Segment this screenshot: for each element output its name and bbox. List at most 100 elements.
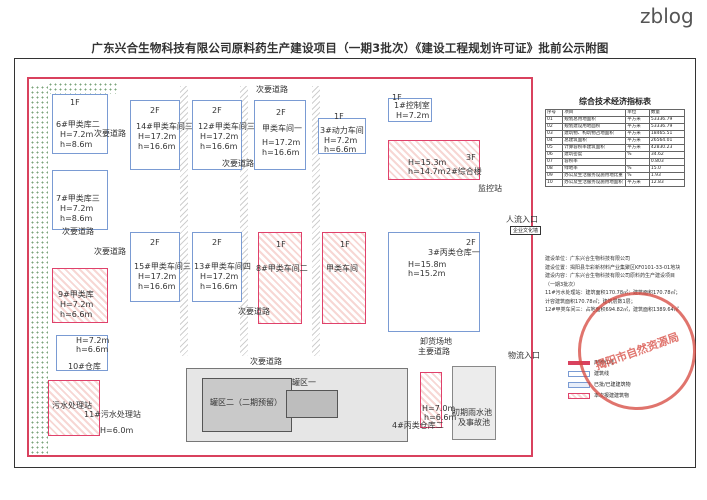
table-cell: 单位 xyxy=(625,109,650,117)
legend-label: 本次报建建筑物 xyxy=(594,393,630,399)
building-8-workshop xyxy=(258,232,302,324)
control-floors: 1F xyxy=(392,93,402,102)
rain-pool xyxy=(452,366,496,440)
building-2-complex xyxy=(388,140,480,180)
rain-pool-label: 初期雨水池 xyxy=(452,408,492,417)
table-cell: % xyxy=(625,172,650,180)
table-cell: 平方米 xyxy=(625,116,650,124)
road-label-main: 主要道路 xyxy=(418,347,450,356)
building-7-name: 7#甲类库三 xyxy=(56,194,100,203)
sewage-station-label: 污水处理站 xyxy=(52,401,92,410)
table-cell: 01 xyxy=(544,116,564,124)
note-line: 11#污水处理站：建筑面积170.78㎡；建筑面积170.78㎡； xyxy=(545,290,681,296)
map-title: 广东兴合生物科技有限公司原料药生产建设项目（一期3批次）《建设工程规划许可证》批… xyxy=(91,41,609,55)
table-cell: 15.0 xyxy=(648,165,686,173)
table-cell: 26564.01 xyxy=(648,137,686,145)
building-8-name: 8#甲类车间二 xyxy=(256,264,308,273)
table-cell: 平方米 xyxy=(625,130,650,138)
table-cell: 绿地率 xyxy=(562,165,627,173)
table-cell: 53336.79 xyxy=(648,116,686,124)
building-12-workshop xyxy=(192,100,242,170)
building-6-warehouse xyxy=(52,94,108,154)
table-cell: 规划建设用地面积 xyxy=(562,123,627,131)
power-h1: H=7.2m xyxy=(324,136,358,145)
table-cell: 0.803 xyxy=(648,158,686,166)
note-line: 12#甲类车间三：占地面积694.82㎡，建筑面积1389.64㎡ xyxy=(545,307,679,313)
table-cell: 办公及生活服务设施用地面积 xyxy=(562,179,627,187)
people-entrance-label: 人流入口 xyxy=(506,215,538,224)
table-cell: 平方米 xyxy=(625,144,650,152)
building-6-floors: 1F xyxy=(70,98,80,107)
building-7-h1: H=7.2m xyxy=(60,204,94,213)
table-cell: 数量 xyxy=(648,109,686,117)
green-strip-1 xyxy=(180,86,188,356)
building-14-floors: 2F xyxy=(150,106,160,115)
building-15-workshop xyxy=(130,232,180,302)
legend-label: 已批/已建建筑物 xyxy=(594,382,631,388)
sewage-station-11-label: 11#污水处理站 xyxy=(84,410,141,419)
sewage-station-building xyxy=(48,380,100,436)
note-line: （一期3批次） xyxy=(545,281,579,288)
building-1-control xyxy=(388,98,432,122)
rain-pool-label-2: 及事故池 xyxy=(458,418,490,427)
building-9-h2: h=6.6m xyxy=(60,310,93,319)
table-cell: 05 xyxy=(544,144,564,152)
table-cell: 03 xyxy=(544,130,564,138)
warehouse-name: 3#丙类仓库一 xyxy=(428,248,480,257)
road-label-1: 次要道路 xyxy=(94,129,126,138)
building-3-power xyxy=(318,118,366,154)
building-12-floors: 2F xyxy=(212,106,222,115)
building-12-h2: h=16.6m xyxy=(200,142,238,151)
logistics-entrance-label: 物流入口 xyxy=(508,351,540,360)
site-boundary xyxy=(27,77,533,457)
table-cell: 建筑物、构筑物占地面积 xyxy=(562,130,627,138)
building-15-h1: H=17.2m xyxy=(138,272,177,281)
building-7-h2: h=8.6m xyxy=(60,214,93,223)
tank-area-2 xyxy=(202,378,292,432)
building-14-h2: h=16.6m xyxy=(138,142,176,151)
building-13-workshop xyxy=(192,232,242,302)
table-cell xyxy=(625,158,650,166)
control-name: 1#控制室 xyxy=(394,101,430,110)
legend-item: 用地红线 xyxy=(568,357,678,368)
building-9w-name: 甲类车间 xyxy=(326,264,358,273)
table-cell: 建筑密度 xyxy=(562,151,627,159)
table-cell: 1.93 xyxy=(648,172,686,180)
warehouse-floors: 2F xyxy=(466,238,476,247)
table-cell: 10 xyxy=(544,179,564,187)
building-8-floors: 1F xyxy=(276,240,286,249)
table-cell: % xyxy=(625,151,650,159)
building-12-h1: H=17.2m xyxy=(200,132,239,141)
building-3-warehouse xyxy=(388,232,480,332)
table-cell: 容积率 xyxy=(562,158,627,166)
warehouse-h1: H=15.8m xyxy=(408,260,447,269)
building-6-name: 6#甲类库二 xyxy=(56,120,100,129)
building-4-name: 4#丙类仓库二 xyxy=(392,421,444,430)
building-9-workshop xyxy=(322,232,366,324)
building-7-warehouse xyxy=(52,170,108,230)
building-14-h1: H=17.2m xyxy=(138,132,177,141)
road-label-8: 次要道路 xyxy=(250,357,282,366)
table-cell: 计算容积率建筑面积 xyxy=(562,144,627,152)
table-cell: 53336.79 xyxy=(648,123,686,131)
building-9-warehouse xyxy=(52,268,108,323)
building-9-name: 9#甲类库 xyxy=(58,290,94,299)
power-name: 3#动力车间 xyxy=(320,126,364,135)
control-h1: H=7.2m xyxy=(396,111,430,120)
table-cell: 09 xyxy=(544,172,564,180)
table-cell: 12.83 xyxy=(648,179,686,187)
green-strip-2 xyxy=(240,86,248,356)
legend-swatch xyxy=(568,360,590,365)
green-belt-west xyxy=(30,85,48,455)
table-cell: 02 xyxy=(544,123,564,131)
building-5-h1: H=6.0m xyxy=(100,426,134,435)
table-cell: 04 xyxy=(544,137,564,145)
watermark-text: zblog xyxy=(640,4,694,28)
